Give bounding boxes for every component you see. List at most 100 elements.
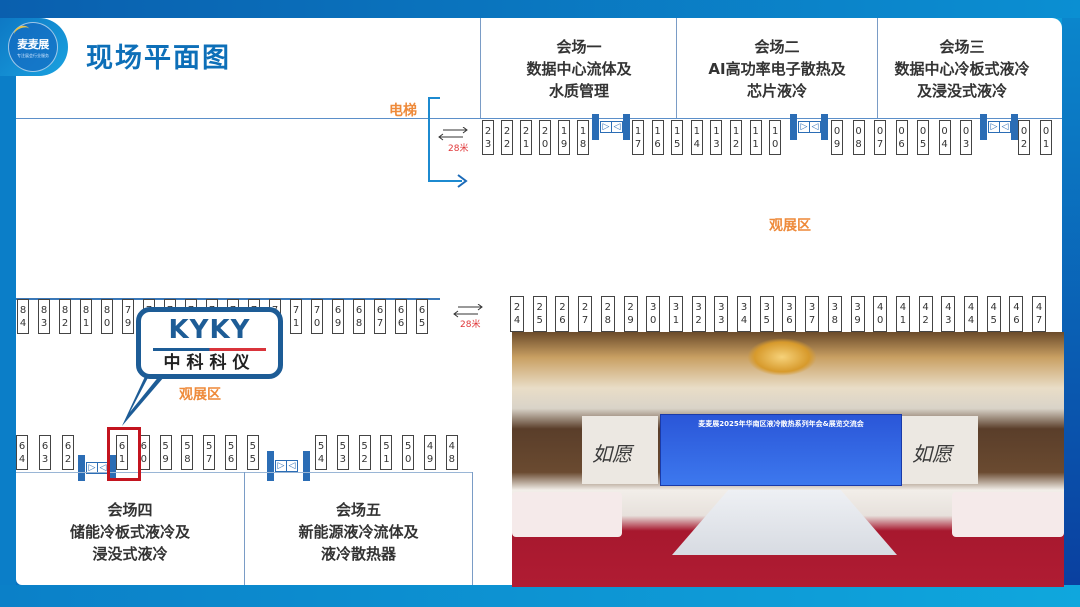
distance-arrow-icon xyxy=(438,127,468,141)
top-banner xyxy=(0,0,1080,18)
logo-text: 麦麦展 xyxy=(17,37,49,51)
hall-five-line1: 新能源液冷流体及 xyxy=(298,523,419,541)
highlighted-booth-frame[interactable] xyxy=(107,427,141,481)
hall-five-name: 会场五 xyxy=(335,501,381,519)
viewing-area-label-top: 观展区 xyxy=(769,218,811,234)
hall-five: 会场五 新能源液冷流体及 液冷散热器 xyxy=(245,499,472,565)
hall-wall-line xyxy=(16,118,1062,119)
hall-one-line1: 数据中心流体及 xyxy=(526,60,632,78)
exhibitor-callout[interactable]: KYKY 中科科仪 xyxy=(136,307,283,379)
hall-two-line2: 芯片液冷 xyxy=(746,82,807,100)
hall-divider xyxy=(472,472,473,585)
arrow-right-icon xyxy=(457,174,468,188)
hall-divider xyxy=(877,18,878,118)
hall-five-line2: 液冷散热器 xyxy=(320,545,396,563)
distance-label-mid: 28米 xyxy=(460,320,481,330)
hall-three-line2: 及浸没式液冷 xyxy=(916,82,1007,100)
hall-four-line2: 浸没式液冷 xyxy=(92,545,168,563)
left-edge-bar xyxy=(0,18,16,585)
led-screen: 麦麦展2025年华南区液冷散热系列年会&展览交流会 xyxy=(660,414,902,486)
calligraphy-left: 如愿 xyxy=(592,442,632,466)
banquet-table-right xyxy=(952,492,1064,537)
right-edge-bar xyxy=(1062,18,1080,607)
